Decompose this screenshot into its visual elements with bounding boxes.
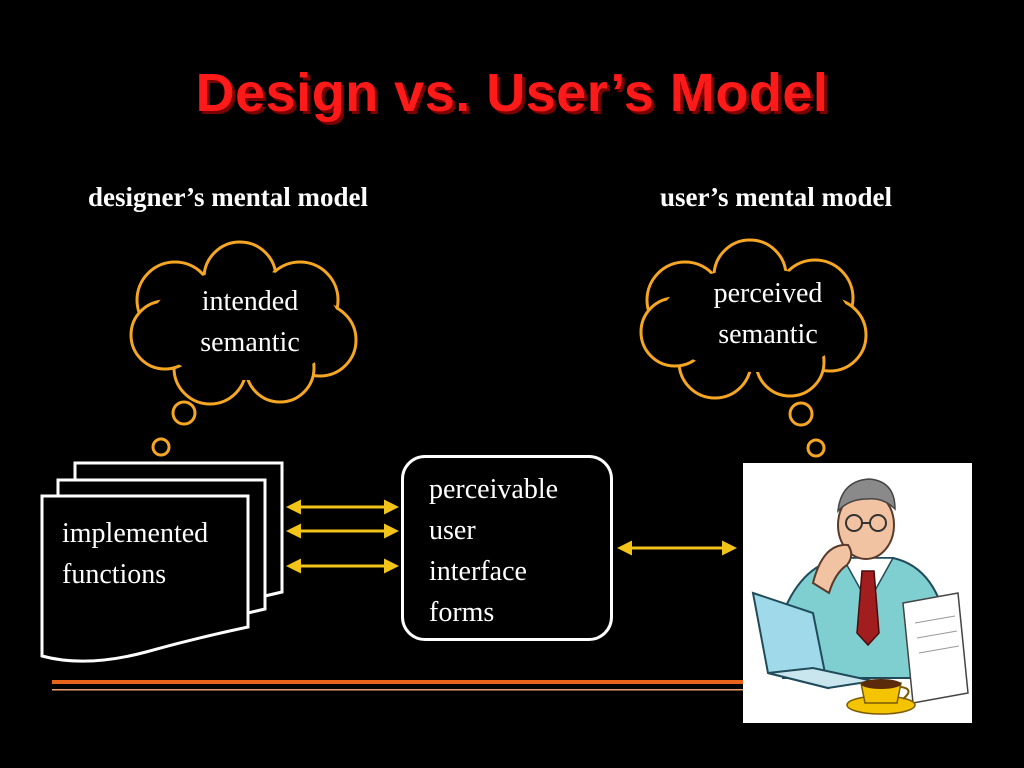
interface-line-4: forms: [429, 596, 495, 628]
user-at-computer-icon: [743, 463, 972, 723]
user-thought-line-1: perceived: [713, 278, 823, 309]
footer-rule: [52, 680, 772, 691]
implemented-line-2: functions: [62, 558, 167, 590]
interface-line-2: user: [429, 514, 476, 546]
user-thought-line-2: semantic: [718, 318, 818, 350]
interface-forms-label: perceivable user interface forms: [429, 470, 558, 634]
designer-thought-text: intended semantic: [170, 282, 330, 363]
user-model-heading: user’s mental model: [660, 182, 892, 212]
document-stack-icon: [40, 461, 284, 663]
interface-line-3: interface: [429, 555, 527, 587]
user-thought-cloud-icon: [639, 238, 868, 400]
implemented-line-1: implemented: [62, 518, 209, 549]
user-thought-text: perceived semantic: [678, 274, 858, 355]
interface-line-1: perceivable: [429, 474, 559, 505]
implemented-functions-label: implemented functions: [62, 514, 208, 595]
slide-title: Design vs. User’s Model: [195, 63, 829, 123]
connection-arrows: [286, 499, 737, 574]
designer-thought-cloud-icon: [129, 240, 358, 406]
designer-model-heading: designer’s mental model: [88, 182, 368, 212]
designer-thought-line-1: intended: [201, 286, 299, 317]
designer-thought-line-2: semantic: [200, 326, 300, 358]
interface-forms-box: [401, 455, 613, 641]
